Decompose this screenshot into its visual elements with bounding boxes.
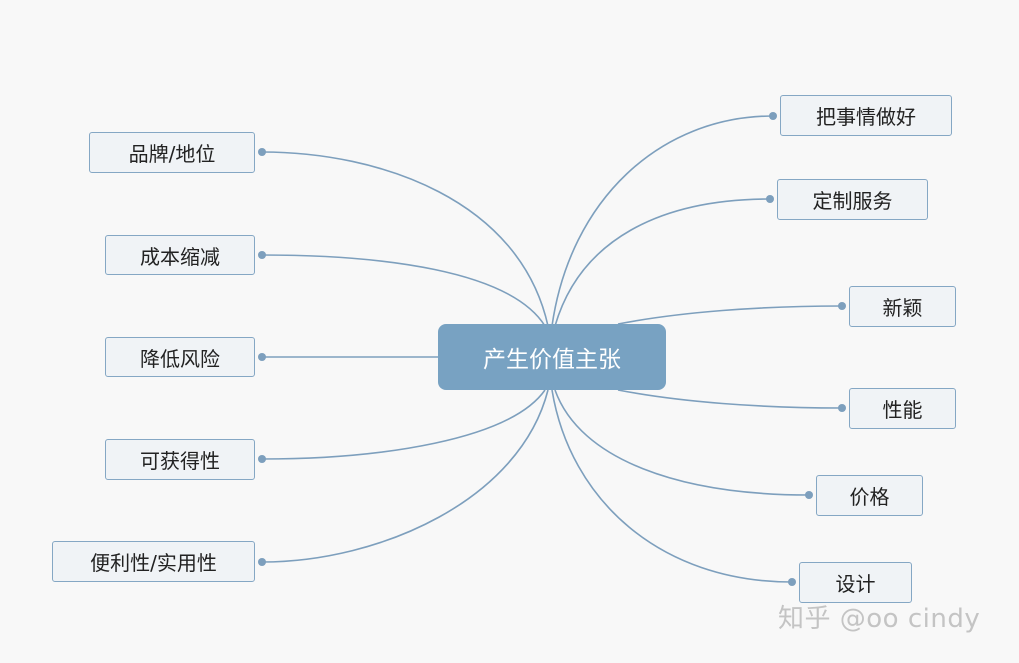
branch-getting-job-done[interactable]: 把事情做好 xyxy=(780,95,952,136)
branch-risk-reduction[interactable]: 降低风险 xyxy=(105,337,255,377)
connector-accessibility-endpoint xyxy=(258,455,266,463)
branch-accessibility[interactable]: 可获得性 xyxy=(105,439,255,480)
central-topic[interactable]: 产生价值主张 xyxy=(438,324,666,390)
connector-customization xyxy=(554,198,771,327)
connector-price xyxy=(554,389,810,496)
branch-brand-status[interactable]: 品牌/地位 xyxy=(89,132,255,173)
branch-cost-reduction[interactable]: 成本缩减 xyxy=(105,235,255,275)
connector-getting-job-done-endpoint xyxy=(769,112,777,120)
connector-performance-endpoint xyxy=(838,404,846,412)
connector-cost-reduction xyxy=(261,254,546,327)
watermark: 知乎 @oo cindy xyxy=(778,604,981,634)
connector-risk-reduction-endpoint xyxy=(258,353,266,361)
connector-customization-endpoint xyxy=(766,195,774,203)
connector-accessibility xyxy=(261,389,546,460)
connector-brand-status-endpoint xyxy=(258,148,266,156)
connector-cost-reduction-endpoint xyxy=(258,251,266,259)
branch-newness[interactable]: 新颖 xyxy=(849,286,956,327)
connector-newness xyxy=(617,305,843,325)
connector-price-endpoint xyxy=(805,491,813,499)
branch-performance[interactable]: 性能 xyxy=(849,388,956,429)
connector-getting-job-done xyxy=(551,115,774,327)
connector-convenience-endpoint xyxy=(258,558,266,566)
branch-price[interactable]: 价格 xyxy=(816,475,923,516)
branch-design[interactable]: 设计 xyxy=(799,562,912,603)
branch-customization[interactable]: 定制服务 xyxy=(777,179,928,220)
connector-convenience xyxy=(261,389,549,563)
connector-design xyxy=(551,389,793,583)
connector-performance xyxy=(617,389,843,409)
connector-newness-endpoint xyxy=(838,302,846,310)
connector-design-endpoint xyxy=(788,578,796,586)
connector-brand-status xyxy=(261,151,549,327)
branch-convenience-usability[interactable]: 便利性/实用性 xyxy=(52,541,255,582)
